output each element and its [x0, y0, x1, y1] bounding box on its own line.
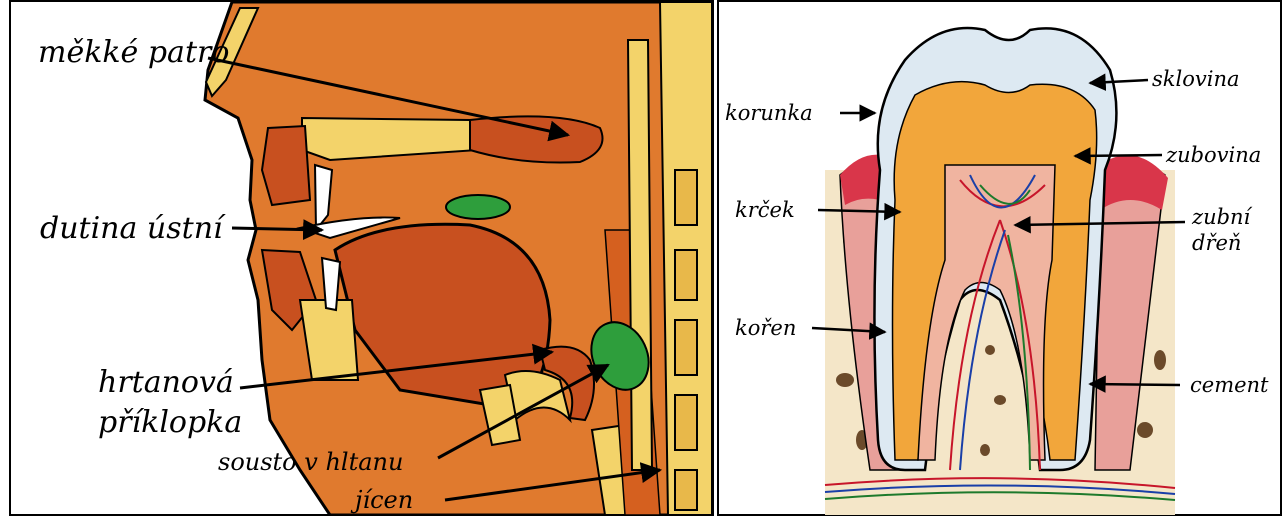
label-pulp-line2: dřeň [1192, 231, 1241, 255]
label-esophagus: jícen [350, 486, 413, 514]
oral-cavity-pointer [232, 228, 322, 230]
label-neck: krček [735, 198, 795, 222]
label-pulp-line1: zubní [1191, 205, 1253, 229]
lower-incisor [322, 258, 340, 310]
label-oral-cavity: dutina ústní [40, 211, 226, 246]
label-cement: cement [1190, 373, 1269, 397]
label-soft-palate: měkké patro [38, 35, 229, 70]
spinal-cord [628, 40, 652, 470]
head-section-panel: měkké patro dutina ústní hrtanová příklo… [10, 1, 713, 515]
green-blob-upper [446, 195, 510, 219]
soft-palate [470, 116, 603, 162]
dentin-pointer [1075, 155, 1162, 156]
label-crown: korunka [725, 101, 813, 125]
label-epiglottis-line1: hrtanová [98, 365, 234, 400]
label-enamel: sklovina [1152, 67, 1240, 91]
cement-pointer [1090, 384, 1180, 385]
upper-lip [262, 126, 310, 205]
tooth-section-panel: sklovina korunka zubovina krček zubní dř… [718, 1, 1281, 515]
label-root: kořen [735, 316, 796, 340]
label-bolus: sousto v hltanu [218, 448, 403, 476]
label-epiglottis-line2: příklopka [98, 405, 242, 440]
label-dentin: zubovina [1165, 143, 1261, 167]
